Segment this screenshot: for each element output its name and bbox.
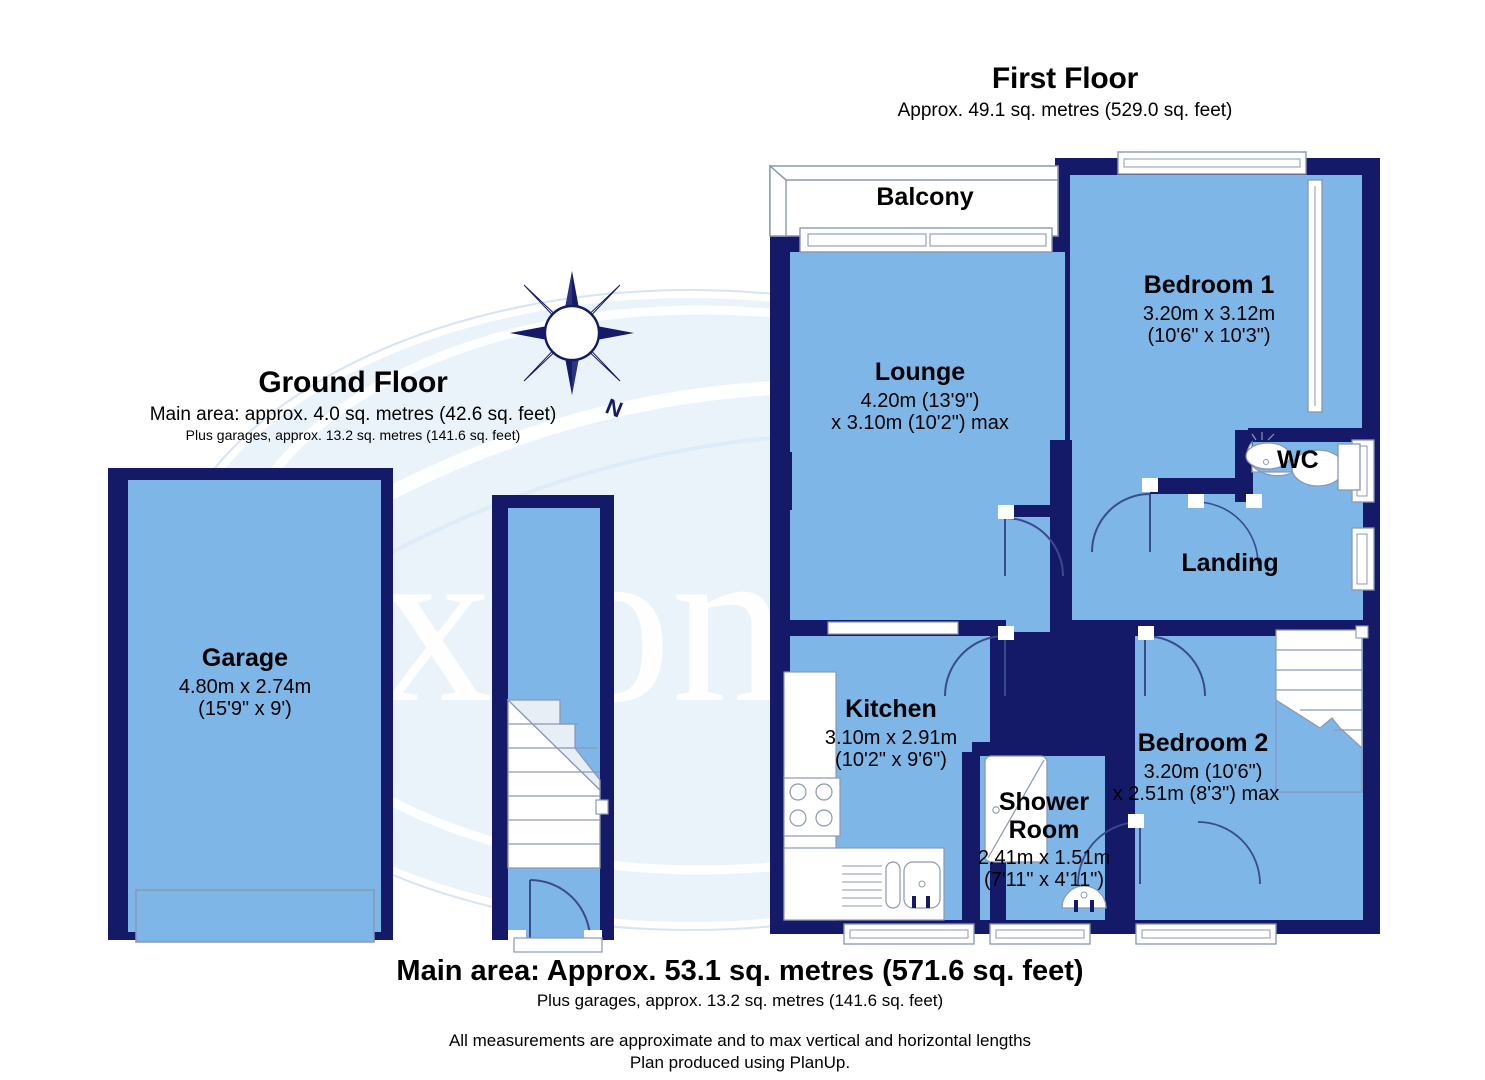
bedroom1-window	[1117, 151, 1307, 175]
door-bedroom2	[1138, 626, 1206, 697]
shower-window	[989, 923, 1091, 945]
first-floor-structure	[769, 151, 1380, 945]
kitchen-hob	[783, 777, 841, 837]
door-kitchen	[944, 626, 1014, 697]
room-label-bedroom1: Bedroom 1	[1143, 271, 1275, 299]
room-dim-kitchen-1: 3.10m x 2.91m	[824, 727, 958, 749]
first-floor-title: First Floor	[991, 62, 1139, 95]
footer-plus-garages: Plus garages, approx. 13.2 sq. metres (1…	[536, 991, 944, 1010]
room-dim-garage-1: 4.80m x 2.74m	[178, 676, 312, 698]
wc-toilet-icon	[1291, 443, 1361, 491]
shower-cubicle	[984, 755, 1048, 863]
footer-main-area: Main area: Approx. 53.1 sq. metres (571.…	[396, 955, 1084, 987]
landing-window	[1351, 527, 1375, 591]
door-shower	[1077, 814, 1144, 885]
balcony-structure	[769, 164, 1059, 253]
room-dim-shower-2: (7'11" x 4'11")	[983, 869, 1105, 891]
room-dim-garage-2: (15'9" x 9')	[198, 698, 292, 720]
footer-disclaimer-2: Plan produced using PlanUp.	[629, 1053, 851, 1072]
ground-staircase	[506, 698, 609, 869]
first-floor-area: Approx. 49.1 sq. metres (529.0 sq. feet)	[897, 100, 1233, 121]
bedroom2-window	[1135, 923, 1277, 945]
room-dim-bedroom2-1: 3.20m (10'6")	[1143, 761, 1263, 783]
compass-north-label: N	[602, 393, 626, 422]
door-bedroom1	[1091, 478, 1158, 553]
landing-staircase	[1275, 625, 1369, 793]
ground-entrance-door	[508, 879, 603, 953]
room-label-shower-room-line2: Room	[1008, 816, 1080, 844]
room-label-bedroom2: Bedroom 2	[1137, 729, 1269, 757]
room-dim-lounge-1: 4.20m (13'9")	[860, 390, 980, 412]
landing-fill	[1070, 440, 1248, 630]
room-dim-bedroom1-2: (10'6" x 10'3")	[1147, 325, 1271, 347]
footer-disclaimer-1: All measurements are approximate and to …	[448, 1031, 1032, 1050]
room-label-wc: WC	[1277, 446, 1319, 474]
ground-floor-title: Ground Floor	[258, 366, 448, 399]
shower-basin	[1061, 885, 1107, 912]
room-label-landing: Landing	[1181, 549, 1279, 577]
kitchen-bottom-window	[843, 923, 975, 945]
kitchen-window	[827, 621, 959, 635]
wc-basin-icon	[1245, 432, 1295, 477]
door-lounge	[998, 505, 1064, 577]
room-label-balcony: Balcony	[876, 183, 974, 211]
room-dim-bedroom1-1: 3.20m x 3.12m	[1142, 303, 1276, 325]
bedroom1-side-window	[1307, 179, 1323, 413]
lounge-fill	[790, 252, 1065, 632]
garage-structure	[108, 468, 393, 943]
ground-hall-structure	[492, 495, 614, 953]
room-label-kitchen: Kitchen	[845, 695, 937, 723]
room-label-garage: Garage	[201, 644, 289, 672]
ground-floor-area: Main area: approx. 4.0 sq. metres (42.6 …	[149, 404, 557, 425]
kitchen-sink	[842, 861, 941, 909]
room-dim-bedroom2-2: x 2.51m (8'3") max	[1112, 783, 1280, 805]
room-label-shower-room-line1: Shower	[998, 788, 1090, 816]
ground-floor-area-extra: Plus garages, approx. 13.2 sq. metres (1…	[185, 427, 521, 443]
room-dim-kitchen-2: (10'2" x 9'6")	[835, 749, 947, 771]
room-dim-lounge-2: x 3.10m (10'2") max	[831, 412, 1009, 434]
door-wc	[1188, 494, 1262, 565]
door-landing-cupboard	[1197, 821, 1261, 885]
room-dim-shower-1: 2.41m x 1.51m	[977, 847, 1111, 869]
room-label-lounge: Lounge	[874, 358, 966, 386]
